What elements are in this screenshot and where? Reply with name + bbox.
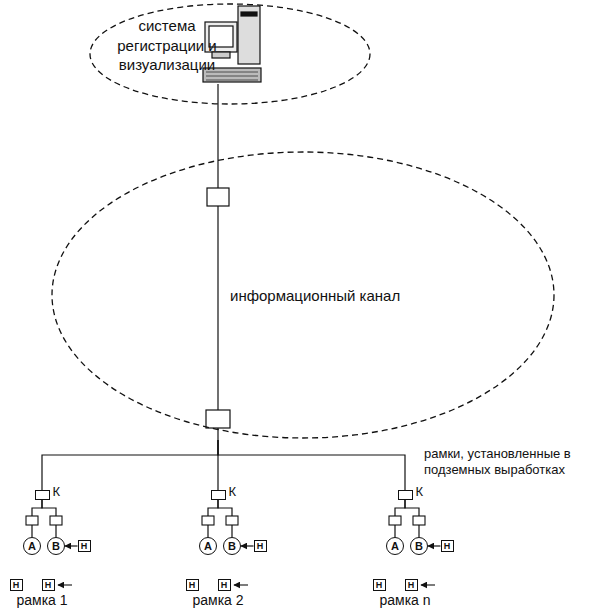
- node-text: Н: [376, 581, 383, 590]
- node-text: К: [416, 485, 424, 498]
- sensor-circle: A: [199, 537, 217, 555]
- connector: [218, 440, 405, 490]
- frame-label: рамка 2: [192, 592, 243, 609]
- node-text: Н: [81, 542, 88, 551]
- node-text: Н: [13, 581, 20, 590]
- sensor-box: Н: [441, 540, 454, 552]
- node-text: Н: [444, 542, 451, 551]
- hub-box: [206, 410, 230, 428]
- connector: [42, 440, 218, 490]
- frame-label: рамка 1: [16, 592, 67, 609]
- sensor-blocks: [26, 516, 425, 525]
- node-text: Н: [45, 581, 52, 590]
- connector: [241, 545, 254, 546]
- node-text: Н: [257, 542, 264, 551]
- node-text: B: [228, 541, 236, 552]
- connector: [428, 545, 441, 546]
- node-text: информационный канал: [230, 286, 420, 306]
- sensor-box: Н: [78, 540, 91, 552]
- sensor-box: Н: [42, 579, 55, 591]
- node-text: Н: [408, 581, 415, 590]
- dashed-ellipse: [88, 2, 372, 106]
- sensor-circle: A: [23, 537, 41, 555]
- sensor-circle: B: [223, 537, 241, 555]
- sensor-box: Н: [254, 540, 267, 552]
- sensor-box: Н: [218, 579, 231, 591]
- sensor-circle: B: [410, 537, 428, 555]
- sensor-circle: A: [386, 537, 404, 555]
- node-text: A: [391, 541, 399, 552]
- junction-box: К: [211, 490, 226, 500]
- node-text: К: [53, 485, 61, 498]
- node-text: система регистрации и визуализации: [112, 16, 222, 75]
- sensor-box: Н: [10, 579, 23, 591]
- note-label: рамки, установленные в подземных выработ…: [424, 446, 589, 477]
- node-text: B: [415, 541, 423, 552]
- node-text: A: [204, 541, 212, 552]
- node-text: B: [52, 541, 60, 552]
- region-ellipse: информационный канал: [50, 150, 556, 440]
- node-text: Н: [221, 581, 228, 590]
- node-text: Н: [189, 581, 196, 590]
- junction-box: К: [398, 490, 413, 500]
- sensor-circle: B: [47, 537, 65, 555]
- sensor-box: Н: [405, 579, 418, 591]
- sensor-box: Н: [186, 579, 199, 591]
- node-text: К: [229, 485, 237, 498]
- sensor-box: Н: [373, 579, 386, 591]
- junction-box: К: [35, 490, 50, 500]
- region-ellipse: система регистрации и визуализации: [88, 2, 372, 106]
- node-text: A: [28, 541, 36, 552]
- frame-label: рамка n: [379, 592, 430, 609]
- coupler-box: [207, 188, 229, 206]
- connector: [65, 545, 78, 546]
- connector: [217, 106, 218, 150]
- trunk-line: [217, 84, 218, 106]
